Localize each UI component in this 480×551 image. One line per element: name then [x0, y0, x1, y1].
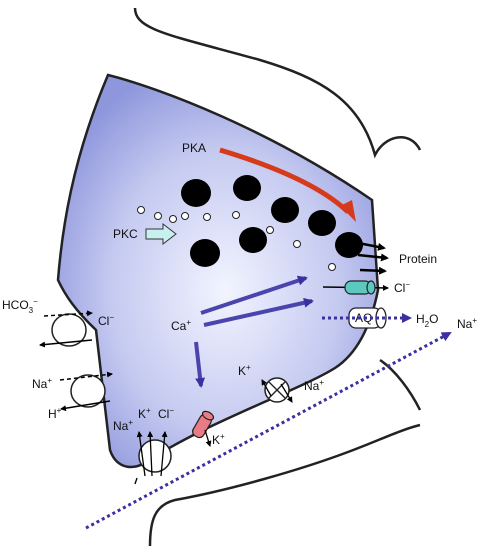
cl-right-label: Cl−	[394, 280, 410, 295]
protein-label: Protein	[399, 252, 437, 266]
granule	[335, 232, 363, 258]
lumen-upper-outline	[133, 7, 422, 159]
nkcc-k-arrow	[147, 431, 154, 477]
k-bottom-label: K+	[138, 406, 151, 421]
cl-in-arrow	[43, 310, 93, 317]
h-out-arrow	[60, 400, 111, 412]
pka-label: PKA	[182, 141, 206, 155]
cl-channel-cap	[366, 280, 376, 295]
ca-arrow-lower	[203, 297, 314, 327]
vesicle	[266, 226, 274, 234]
atpase-cross	[268, 381, 286, 399]
k-channel-label: K+	[212, 432, 225, 447]
na-bottom-label: Na+	[113, 418, 133, 433]
vesicle	[154, 212, 162, 220]
vesicle	[203, 213, 211, 221]
granule	[190, 239, 220, 267]
vesicle	[181, 212, 189, 220]
vesicle	[328, 263, 336, 271]
vesicle	[293, 240, 301, 248]
granule	[271, 197, 299, 223]
na-h-exchanger	[70, 374, 106, 408]
pka-arrow	[219, 147, 350, 214]
pkc-label: PKC	[113, 227, 138, 241]
granule	[233, 175, 261, 201]
nkcc-cl-arrow	[160, 431, 168, 477]
h2o-label: H2O	[416, 312, 438, 329]
na-in-arrow	[59, 371, 113, 381]
vesicle	[137, 206, 145, 214]
nkcc-base-tick	[134, 477, 138, 485]
k-mid-label: K+	[238, 363, 251, 378]
k-in-arrow	[261, 379, 272, 397]
na-paracellular-arrow	[85, 331, 452, 530]
k-channel	[192, 410, 215, 439]
ca-label: Ca+	[171, 318, 191, 333]
k-channel-out-arrow	[204, 429, 212, 447]
protein-arrow	[357, 253, 389, 262]
ca-arrow-down	[194, 341, 206, 388]
na-top-right-label: Na+	[457, 316, 477, 331]
granule	[181, 179, 211, 207]
h-left-label: H+	[48, 406, 62, 421]
hco3-label: HCO3−	[2, 297, 38, 315]
pka-arrow-head	[340, 200, 356, 222]
na-out-arrow	[280, 383, 293, 403]
lumen-lower-outline	[379, 358, 422, 411]
granule	[308, 210, 336, 236]
hco3-out-arrow	[39, 339, 93, 348]
small-vesicles	[137, 206, 336, 271]
aq-label: AQ	[355, 311, 372, 325]
pkc-arrow	[145, 222, 177, 246]
cl-left-label: Cl−	[98, 313, 114, 328]
vesicle	[232, 211, 240, 219]
cell-body	[56, 73, 380, 469]
granule	[239, 227, 267, 253]
cl-bottom-label: Cl−	[158, 406, 174, 421]
vesicle	[169, 215, 177, 223]
protein-arrow	[359, 266, 387, 275]
lower-cell-outline	[148, 423, 421, 547]
secretory-granules	[181, 175, 363, 267]
ca-arrow-upper	[200, 275, 308, 315]
hco3-cl-exchanger	[51, 313, 87, 347]
na-mid-label: Na+	[304, 378, 324, 393]
na-left-label: Na+	[32, 376, 52, 391]
protein-arrow	[357, 241, 386, 251]
nkcc-na-arrow	[136, 431, 146, 477]
